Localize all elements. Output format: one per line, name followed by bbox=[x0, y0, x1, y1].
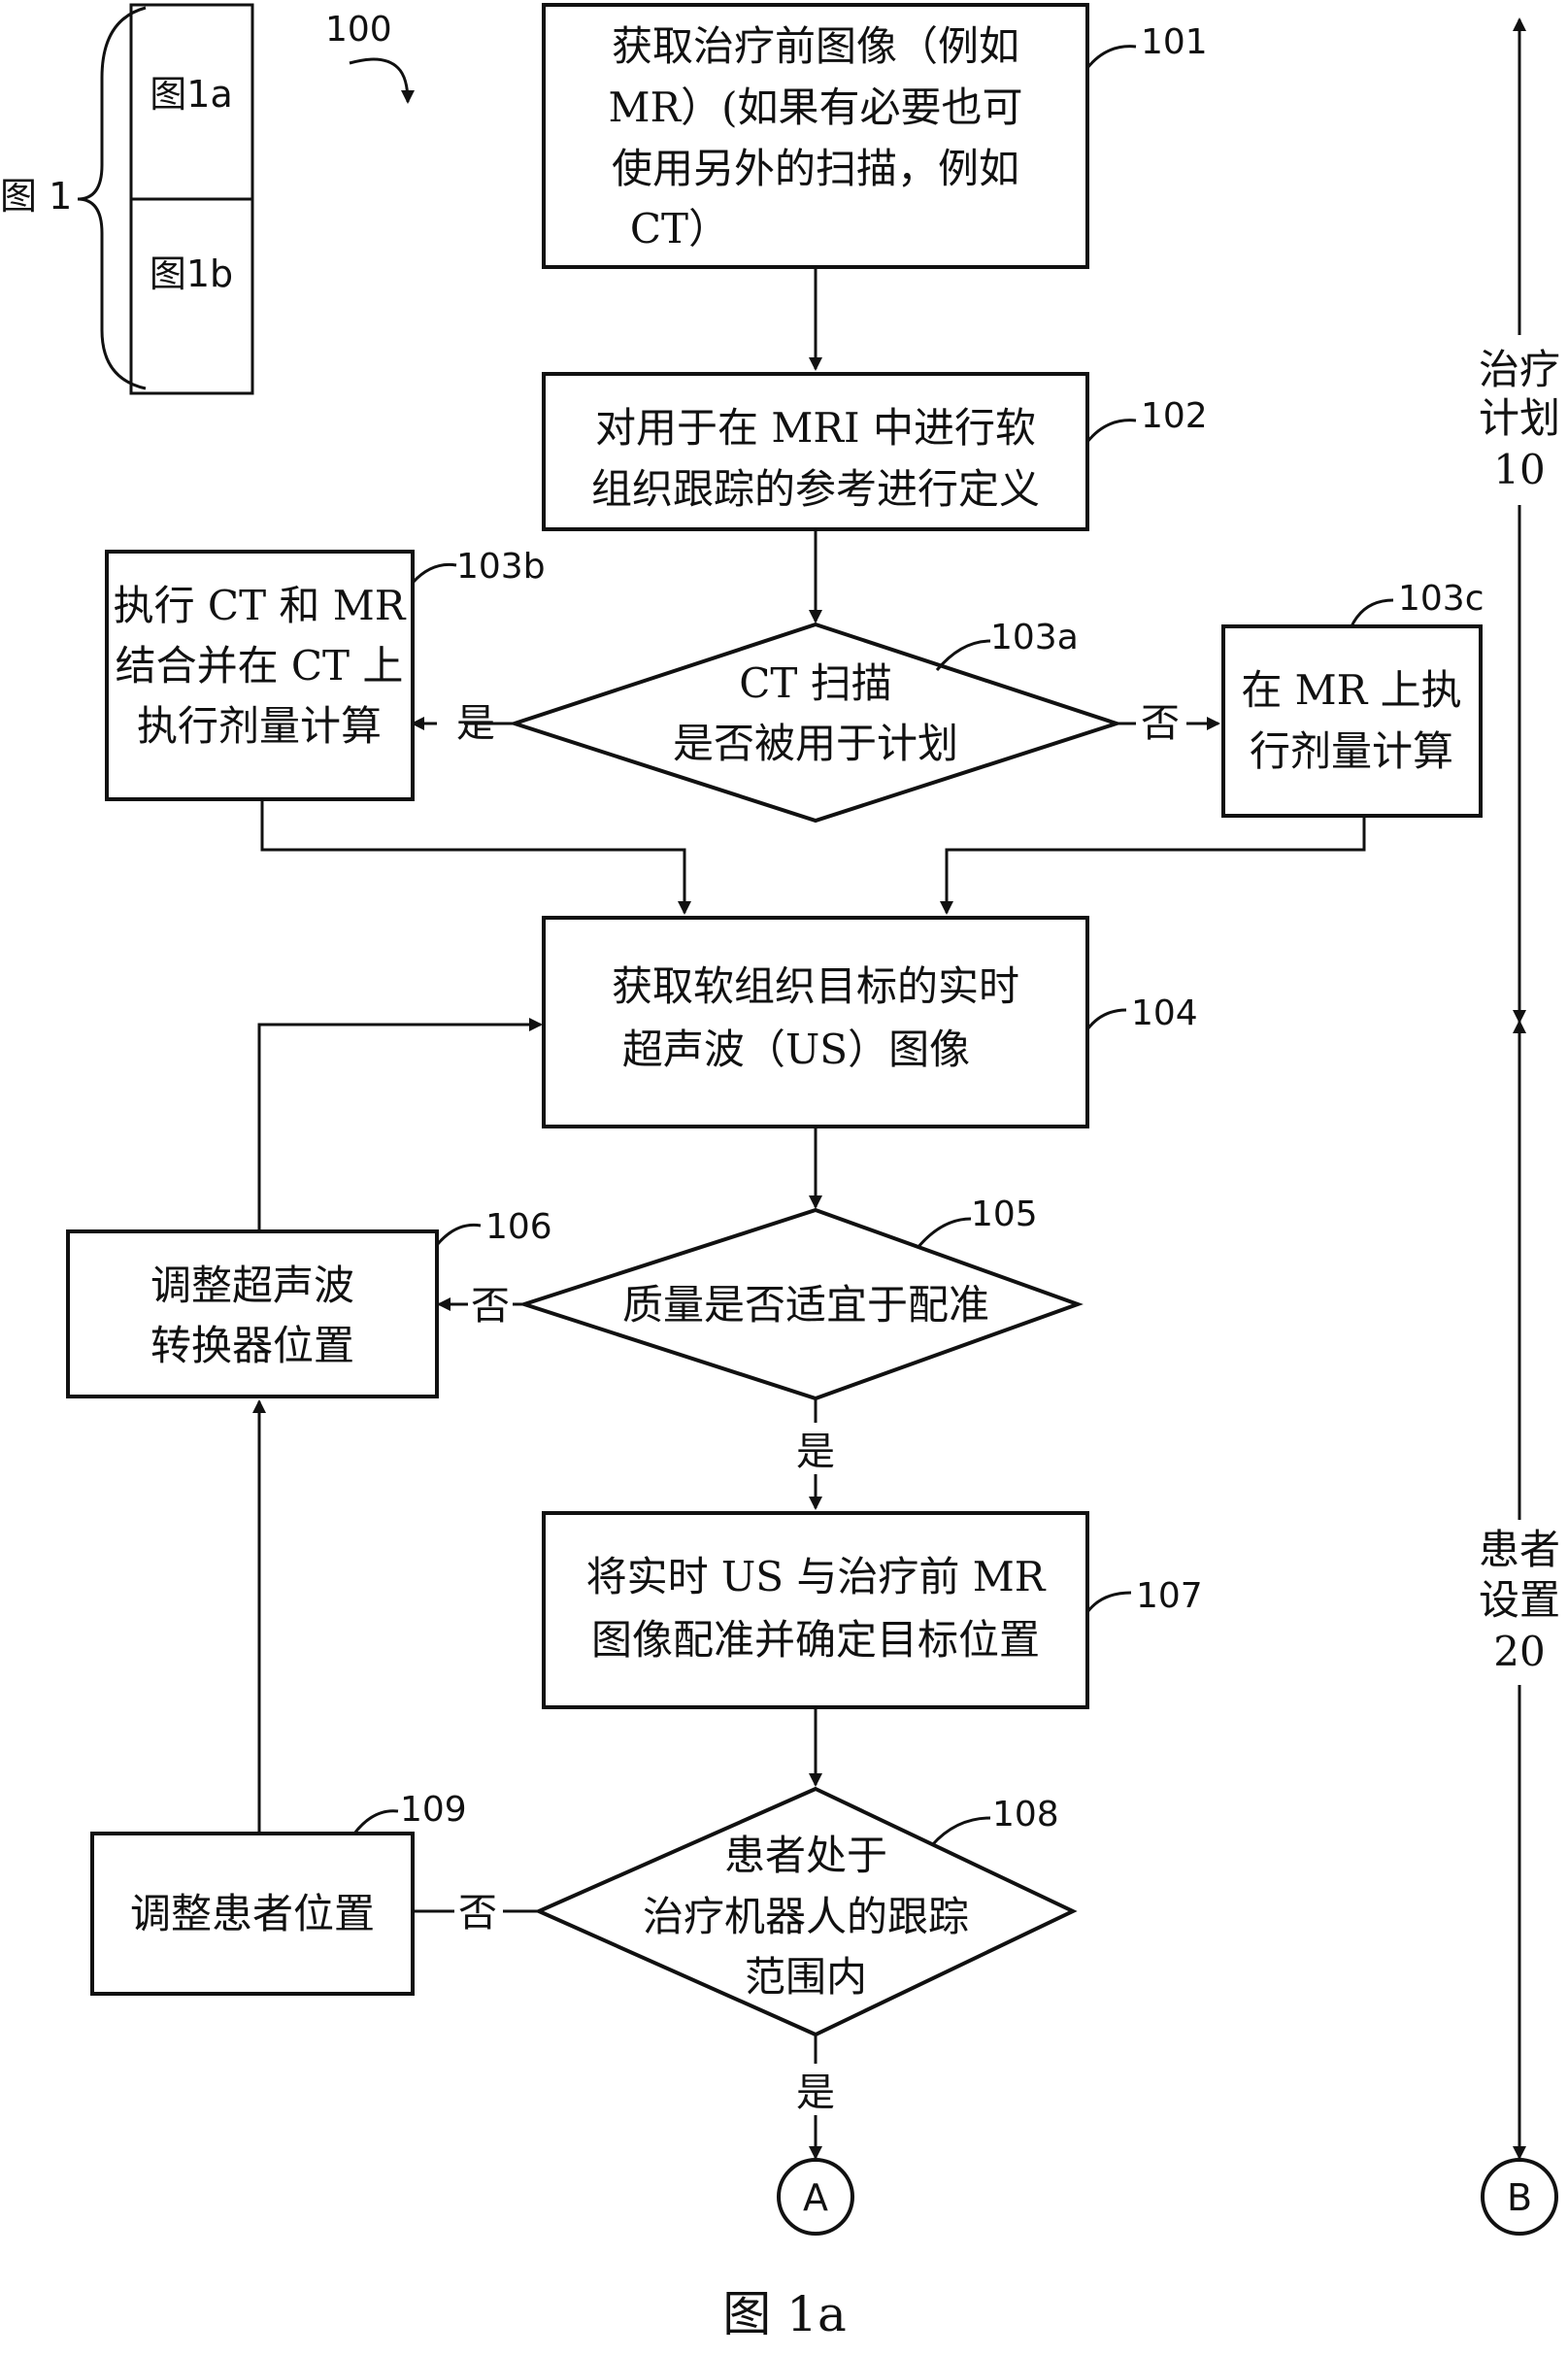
step-104-ref-leader bbox=[1087, 1010, 1126, 1029]
figure-ref-leader bbox=[350, 59, 408, 102]
step-102-line-2: 组织跟踪的参考进行定义 bbox=[591, 465, 1040, 513]
figure-legend: 图 1 图1a 图1b 100 bbox=[0, 5, 408, 393]
branch-103-no: 否 bbox=[1141, 701, 1180, 746]
step-103b-ref: 103b bbox=[456, 547, 546, 587]
step-103b-line-3: 执行剂量计算 bbox=[137, 702, 382, 750]
step-106-ref: 106 bbox=[485, 1207, 552, 1247]
decision-108-line-1: 患者处于 bbox=[724, 1832, 887, 1879]
step-101-ref-leader bbox=[1087, 47, 1136, 68]
step-107-box bbox=[544, 1513, 1087, 1707]
arrow-103b-104 bbox=[262, 799, 684, 913]
legend-cell-1b-label: 图1b bbox=[150, 252, 233, 295]
step-106-line-1: 调整超声波 bbox=[150, 1262, 354, 1309]
decision-108-ref-leader bbox=[932, 1818, 990, 1845]
decision-105: 质量是否适宜于配准 105 bbox=[524, 1195, 1078, 1398]
legend-cell-1a-label: 图1a bbox=[150, 73, 232, 116]
phase-planning-line-2: 计划 bbox=[1479, 394, 1560, 442]
step-106-line-2: 转换器位置 bbox=[150, 1322, 354, 1369]
legend-group-label: 图 1 bbox=[0, 175, 72, 218]
step-104: 获取软组织目标的实时 超声波（US）图像 104 bbox=[544, 918, 1198, 1127]
step-102-ref-leader bbox=[1087, 421, 1136, 442]
decision-103a: CT 扫描 是否被用于计划 103a bbox=[515, 618, 1117, 821]
step-101-line-1: 获取治疗前图像（例如 bbox=[612, 22, 1019, 70]
decision-105-line-1: 质量是否适宜于配准 bbox=[622, 1281, 989, 1329]
connector-a-label: A bbox=[803, 2176, 828, 2219]
figure-ref-number: 100 bbox=[325, 10, 392, 50]
branch-103-yes: 是 bbox=[456, 701, 495, 746]
decision-108-line-3: 范围内 bbox=[745, 1953, 867, 2001]
phase-setup-line-2: 设置 bbox=[1479, 1576, 1560, 1624]
step-103b: 执行 CT 和 MR 结合并在 CT 上 执行剂量计算 103b bbox=[107, 547, 546, 799]
step-107-line-1: 将实时 US 与治疗前 MR bbox=[586, 1553, 1047, 1600]
step-102: 对用于在 MRI 中进行软 组织跟踪的参考进行定义 102 bbox=[544, 374, 1208, 529]
step-101-line-3: 使用另外的扫描，例如 bbox=[612, 145, 1019, 192]
legend-cell-1b bbox=[131, 199, 252, 393]
step-109: 调整患者位置 109 bbox=[92, 1790, 467, 1994]
decision-105-ref-leader bbox=[917, 1219, 971, 1248]
step-103c: 在 MR 上执 行剂量计算 103c bbox=[1223, 579, 1485, 816]
decision-103a-ref: 103a bbox=[990, 618, 1079, 657]
decision-103a-line-1: CT 扫描 bbox=[739, 659, 892, 707]
step-104-line-1: 获取软组织目标的实时 bbox=[612, 962, 1019, 1010]
connector-a: A bbox=[779, 2160, 852, 2234]
phase-setup-line-1: 患者 bbox=[1479, 1526, 1560, 1573]
step-109-ref-leader bbox=[354, 1811, 398, 1834]
step-101-ref: 101 bbox=[1141, 22, 1208, 62]
step-101: 获取治疗前图像（例如 MR）(如果有必要也可 使用另外的扫描，例如 CT） 10… bbox=[544, 5, 1208, 267]
step-109-line-1: 调整患者位置 bbox=[130, 1890, 375, 1937]
branch-105-no: 否 bbox=[471, 1284, 510, 1329]
step-103c-ref: 103c bbox=[1398, 579, 1485, 619]
step-103b-line-2: 结合并在 CT 上 bbox=[116, 642, 404, 690]
arrow-106-104 bbox=[259, 1025, 541, 1231]
step-107-ref: 107 bbox=[1136, 1576, 1203, 1616]
step-104-ref: 104 bbox=[1131, 993, 1198, 1033]
step-107: 将实时 US 与治疗前 MR 图像配准并确定目标位置 107 bbox=[544, 1513, 1203, 1707]
phase-setup-line-3: 20 bbox=[1493, 1628, 1545, 1675]
decision-103a-line-2: 是否被用于计划 bbox=[673, 720, 958, 767]
branch-108-yes: 是 bbox=[796, 2070, 835, 2115]
branch-108-no: 否 bbox=[458, 1891, 497, 1935]
decision-108-ref: 108 bbox=[992, 1795, 1059, 1834]
step-106-box bbox=[68, 1231, 437, 1397]
phase-timeline: 治疗 计划 10 患者 设置 20 B bbox=[1479, 19, 1560, 2234]
step-107-ref-leader bbox=[1087, 1593, 1131, 1612]
step-103c-line-2: 行剂量计算 bbox=[1250, 727, 1453, 775]
step-103c-ref-leader bbox=[1351, 600, 1393, 626]
step-102-ref: 102 bbox=[1141, 396, 1208, 436]
decision-105-ref: 105 bbox=[971, 1195, 1038, 1234]
step-102-line-1: 对用于在 MRI 中进行软 bbox=[595, 404, 1036, 452]
branch-105-yes: 是 bbox=[796, 1430, 835, 1474]
step-107-line-2: 图像配准并确定目标位置 bbox=[591, 1616, 1040, 1664]
step-104-line-2: 超声波（US）图像 bbox=[622, 1026, 970, 1073]
step-103b-ref-leader bbox=[413, 564, 456, 583]
step-103b-line-1: 执行 CT 和 MR bbox=[114, 582, 407, 629]
step-101-line-4: CT） bbox=[630, 205, 729, 252]
step-104-box bbox=[544, 918, 1087, 1127]
arrow-103c-104 bbox=[947, 816, 1364, 913]
phase-planning-line-3: 10 bbox=[1493, 446, 1545, 493]
decision-108: 患者处于 治疗机器人的跟踪 范围内 108 bbox=[539, 1789, 1073, 2035]
decision-108-line-2: 治疗机器人的跟踪 bbox=[643, 1893, 969, 1940]
connector-b-label: B bbox=[1507, 2176, 1532, 2219]
step-103c-line-1: 在 MR 上执 bbox=[1241, 666, 1461, 714]
step-101-line-2: MR）(如果有必要也可 bbox=[608, 84, 1022, 131]
step-109-ref: 109 bbox=[400, 1790, 467, 1830]
step-106-ref-leader bbox=[437, 1225, 481, 1245]
phase-planning-line-1: 治疗 bbox=[1479, 346, 1560, 393]
step-103c-box bbox=[1223, 626, 1481, 816]
figure-caption: 图 1a bbox=[722, 2286, 847, 2342]
